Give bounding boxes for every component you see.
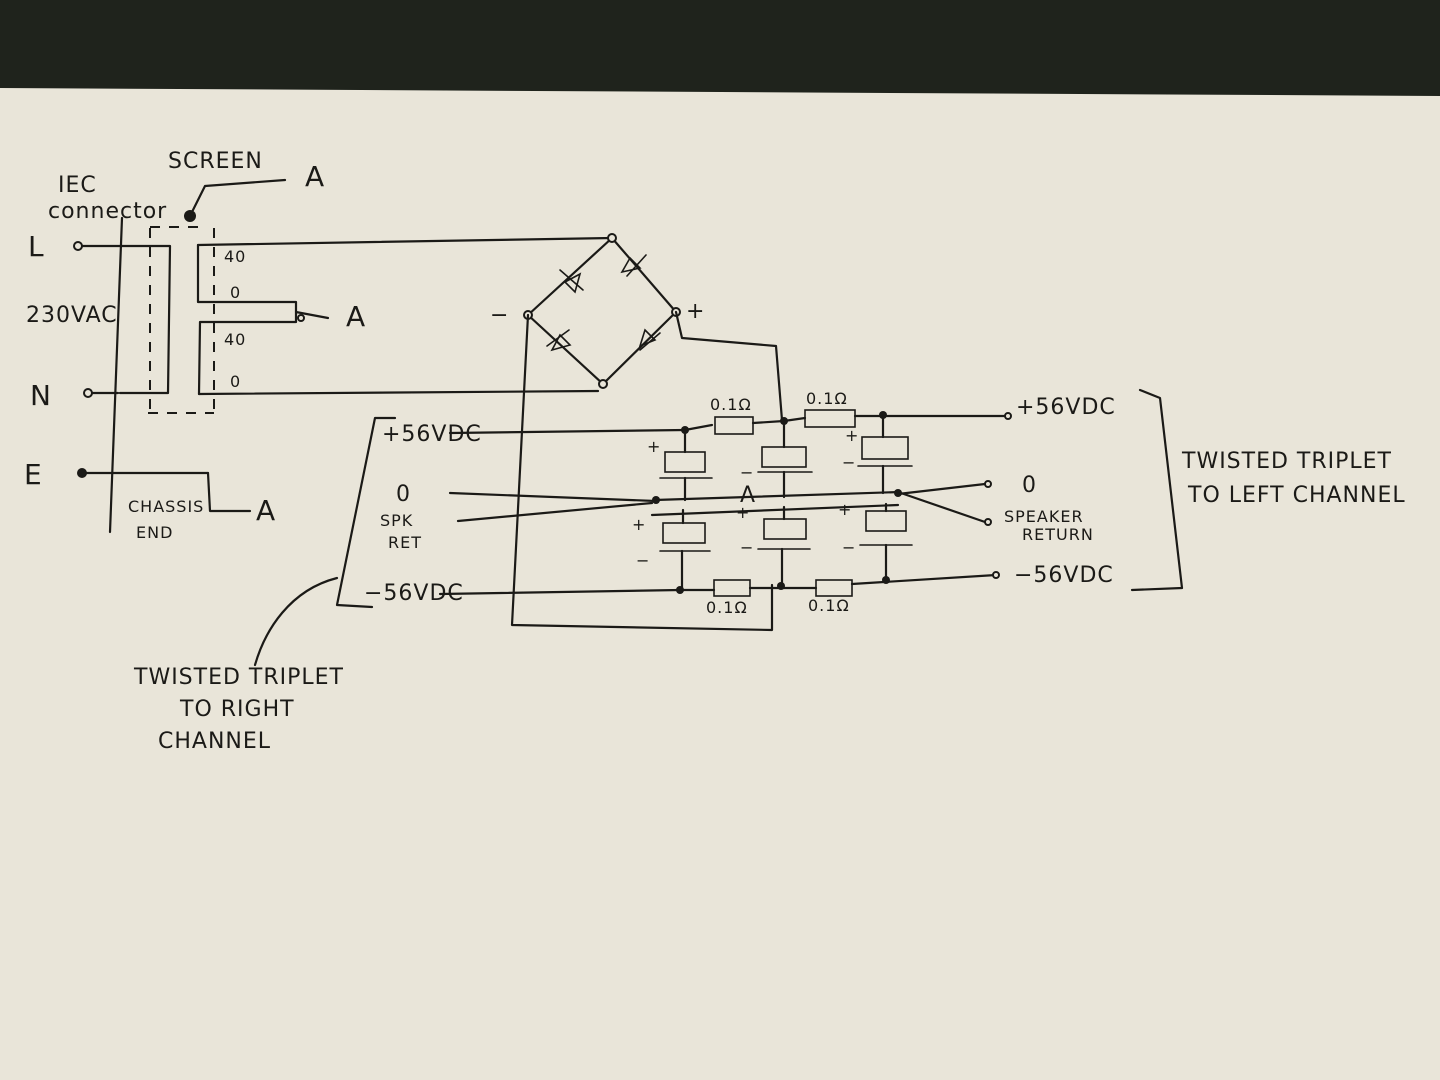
cap-minus-3: − [636,551,650,570]
transformer [118,226,614,415]
resistor-bottom-2-label: 0.1Ω [808,596,850,615]
cap-minus-4: − [740,538,754,557]
triplet-right-label-2: TO RIGHT [179,697,295,722]
iec-label-2: connector [48,199,167,224]
right-spk-label-2: RETURN [1022,525,1094,544]
cap-minus-5: − [842,538,856,557]
chassis-earth [206,471,252,513]
secondary-0-top: 0 [230,283,241,302]
screen-label: SCREEN [168,149,263,174]
resistor-top-2-label: 0.1Ω [806,389,848,408]
iec-connector [73,216,210,534]
center-tap-node-a: A [346,300,365,333]
left-spk-label-2: RET [388,533,422,552]
secondary-40-bottom: 40 [224,330,246,349]
live-label: L [28,230,44,263]
cap-minus-1: − [740,463,754,482]
resistor-bottom-1-label: 0.1Ω [706,598,748,617]
bridge-rectifier [510,233,784,632]
ground-node-a: A [740,483,756,508]
iec-label-1: IEC [58,173,97,198]
earth-label: E [24,458,42,491]
cap-plus-3: + [632,515,646,534]
chassis-node-a: A [256,494,275,527]
right-spk-label-1: SPEAKER [1004,507,1084,526]
triplet-right-label-1: TWISTED TRIPLET [133,665,344,690]
screen-connection [184,178,287,222]
resistor-top-1-label: 0.1Ω [710,395,752,414]
bridge-minus-label: − [490,303,509,328]
chassis-label-1: CHASSIS [128,497,204,516]
cap-plus-1: + [647,437,661,456]
left-pos-rail-label: +56VDC [382,422,482,447]
secondary-0-bottom: 0 [230,372,241,391]
triplet-left-label-1: TWISTED TRIPLET [1181,449,1392,474]
neutral-label: N [30,379,51,412]
secondary-40-top: 40 [224,247,246,266]
paper-sheet [0,88,1440,1080]
triplet-right-label-3: CHANNEL [158,729,271,754]
cap-plus-5: + [838,500,852,519]
right-zero-label: 0 [1022,473,1037,498]
screen-node-a: A [305,160,324,193]
right-neg-rail-label: −56VDC [1014,563,1114,588]
chassis-label-2: END [136,523,173,542]
right-bracket [1130,388,1184,592]
left-zero-label: 0 [396,482,411,507]
cap-minus-2: − [842,453,856,472]
left-spk-label-1: SPK [380,511,413,530]
triplet-left-label-2: TO LEFT CHANNEL [1187,483,1406,508]
mains-voltage-label: 230VAC [26,303,118,328]
bridge-plus-label: + [686,299,705,324]
left-neg-rail-label: −56VDC [364,581,464,606]
left-bracket [253,416,397,667]
cap-plus-4: + [736,503,750,522]
cap-plus-2: + [845,426,859,445]
capacitor-bank [659,413,913,592]
right-pos-rail-label: +56VDC [1016,395,1116,420]
